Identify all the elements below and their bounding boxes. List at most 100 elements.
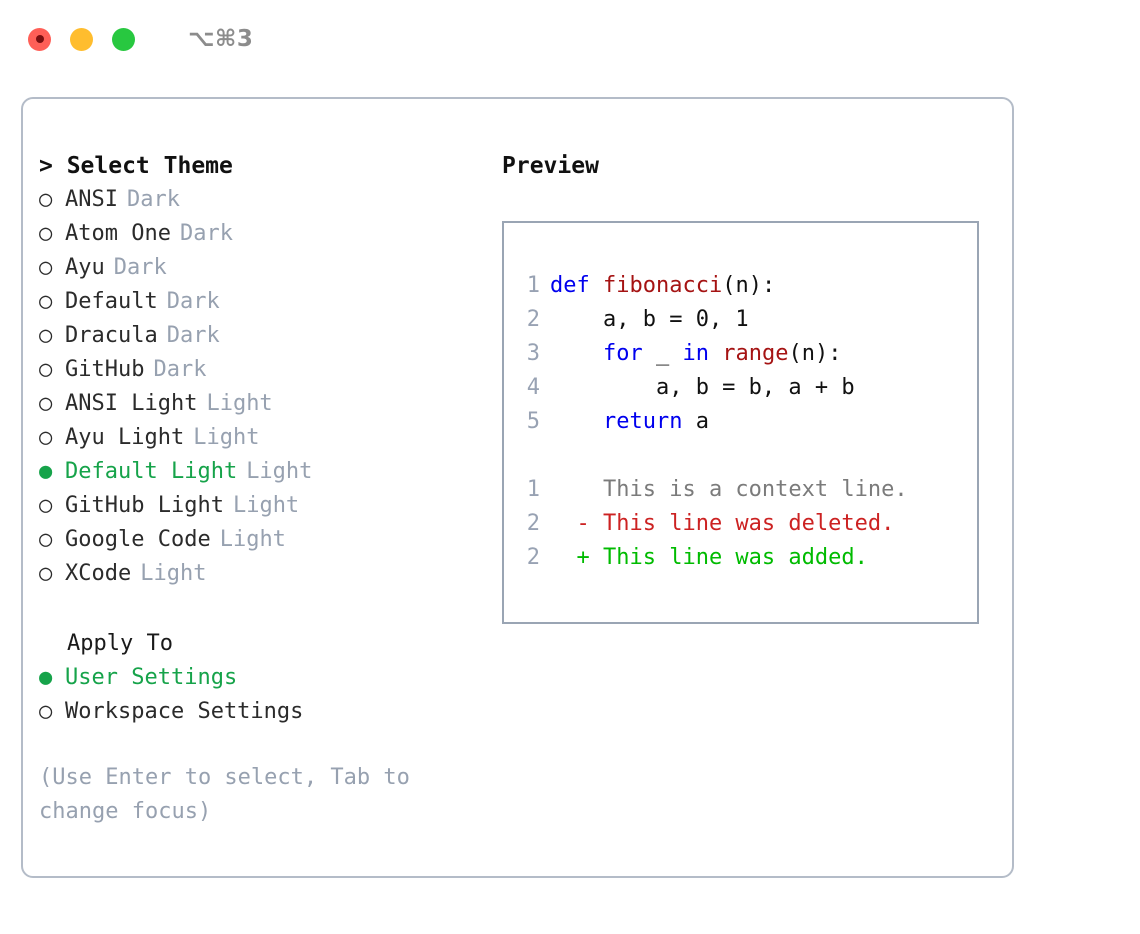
code-token: return	[602, 409, 683, 434]
theme-option-5[interactable]: ○ GitHub Dark	[39, 353, 489, 387]
code-token: _	[642, 341, 683, 366]
radio-unselected-icon: ○	[39, 493, 53, 518]
radio-unselected-icon: ○	[39, 255, 53, 280]
theme-option-6[interactable]: ○ ANSI Light Light	[39, 387, 489, 421]
theme-option-label: Default Light	[65, 459, 238, 484]
radio-unselected-icon: ○	[39, 323, 53, 348]
theme-option-label: GitHub Light	[65, 493, 224, 518]
code-line: 5 return a	[518, 405, 977, 439]
code-token: in	[682, 341, 709, 366]
theme-option-tag: Light	[206, 391, 273, 416]
theme-option-label: Default	[65, 289, 158, 314]
code-line-number: 3	[526, 341, 540, 366]
diff-line: 1 This is a context line.	[518, 473, 977, 507]
code-line: 3 for _ in range(n):	[518, 337, 977, 371]
code-token: def	[550, 273, 590, 298]
code-line-number: 2	[526, 307, 540, 332]
window-shortcut-label: ⌥⌘3	[188, 26, 254, 52]
radio-unselected-icon: ○	[39, 425, 53, 450]
apply-to-option-0[interactable]: ●User Settings	[39, 661, 489, 695]
theme-option-label: Dracula	[65, 323, 158, 348]
code-token	[550, 409, 603, 434]
maximize-button[interactable]	[112, 27, 135, 51]
theme-option-tag: Dark	[126, 187, 180, 212]
code-line-number: 4	[526, 375, 540, 400]
radio-unselected-icon: ○	[39, 699, 53, 724]
window-titlebar: ⌥⌘3	[0, 0, 1140, 78]
theme-option-label: GitHub	[65, 357, 145, 382]
spacer	[518, 439, 977, 473]
theme-option-tag: Dark	[166, 323, 220, 348]
apply-to-list: ●User Settings ○ Workspace Settings	[39, 661, 489, 729]
traffic-lights	[28, 27, 135, 51]
theme-option-4[interactable]: ○ Dracula Dark	[39, 319, 489, 353]
minimize-button[interactable]	[70, 27, 93, 51]
code-token: a	[682, 409, 709, 434]
radio-unselected-icon: ○	[39, 221, 53, 246]
radio-unselected-icon: ○	[39, 527, 53, 552]
theme-option-tag: Light	[232, 493, 300, 518]
code-token	[550, 341, 603, 366]
code-token: for	[602, 341, 643, 366]
theme-option-11[interactable]: ○ XCode Light	[39, 557, 489, 591]
code-token: a, b = b, a + b	[550, 375, 855, 400]
code-token: fibonacci	[603, 273, 723, 298]
theme-option-1[interactable]: ○ Atom One Dark	[39, 217, 489, 251]
apply-to-option-label: Workspace Settings	[65, 699, 304, 724]
theme-option-9[interactable]: ○ GitHub Light Light	[39, 489, 489, 523]
apply-to-heading: Apply To	[67, 631, 173, 656]
theme-option-label: Google Code	[65, 527, 211, 552]
theme-option-tag: Light	[246, 459, 313, 484]
theme-option-tag: Light	[193, 425, 260, 450]
theme-option-label: Ayu Light	[65, 425, 185, 450]
diff-line-number: 2	[526, 511, 540, 536]
diff-line: 2 - This line was deleted.	[518, 507, 977, 541]
close-button[interactable]	[28, 27, 51, 51]
preview-heading: Preview	[502, 153, 599, 179]
diff-line-number: 2	[526, 545, 540, 570]
diff-line-text: - This line was deleted.	[550, 511, 895, 536]
theme-option-label: XCode	[65, 561, 132, 586]
theme-option-label: Ayu	[65, 255, 105, 280]
theme-option-label: ANSI Light	[65, 391, 198, 416]
radio-unselected-icon: ○	[39, 561, 53, 586]
theme-option-8[interactable]: ● Default Light Light	[39, 455, 489, 489]
code-line-number: 1	[526, 273, 540, 298]
code-token: a, b = 0, 1	[550, 307, 749, 332]
code-token	[590, 273, 603, 298]
radio-unselected-icon: ○	[39, 357, 53, 382]
diff-line-text: + This line was added.	[550, 545, 868, 570]
code-line-number: 5	[526, 409, 540, 434]
apply-to-option-1[interactable]: ○ Workspace Settings	[39, 695, 489, 729]
radio-selected-icon: ●	[39, 459, 53, 484]
radio-selected-icon: ●	[39, 665, 53, 690]
radio-unselected-icon: ○	[39, 391, 53, 416]
theme-option-label: Atom One	[65, 221, 171, 246]
diff-sample: 1 This is a context line.2 - This line w…	[518, 473, 977, 575]
theme-option-tag: Dark	[166, 289, 220, 314]
spacer	[39, 591, 489, 627]
keyboard-hint-text: (Use Enter to select, Tab to change focu…	[39, 765, 410, 824]
diff-line-number: 1	[526, 477, 540, 502]
theme-option-tag: Light	[140, 561, 207, 586]
diff-line: 2 + This line was added.	[518, 541, 977, 575]
code-token	[709, 341, 722, 366]
theme-option-7[interactable]: ○ Ayu Light Light	[39, 421, 489, 455]
theme-option-tag: Dark	[153, 357, 207, 382]
code-line: 2 a, b = 0, 1	[518, 303, 977, 337]
select-theme-heading: > Select Theme	[39, 153, 233, 179]
theme-option-tag: Dark	[179, 221, 233, 246]
code-token: range	[722, 341, 789, 366]
code-line: 4 a, b = b, a + b	[518, 371, 977, 405]
